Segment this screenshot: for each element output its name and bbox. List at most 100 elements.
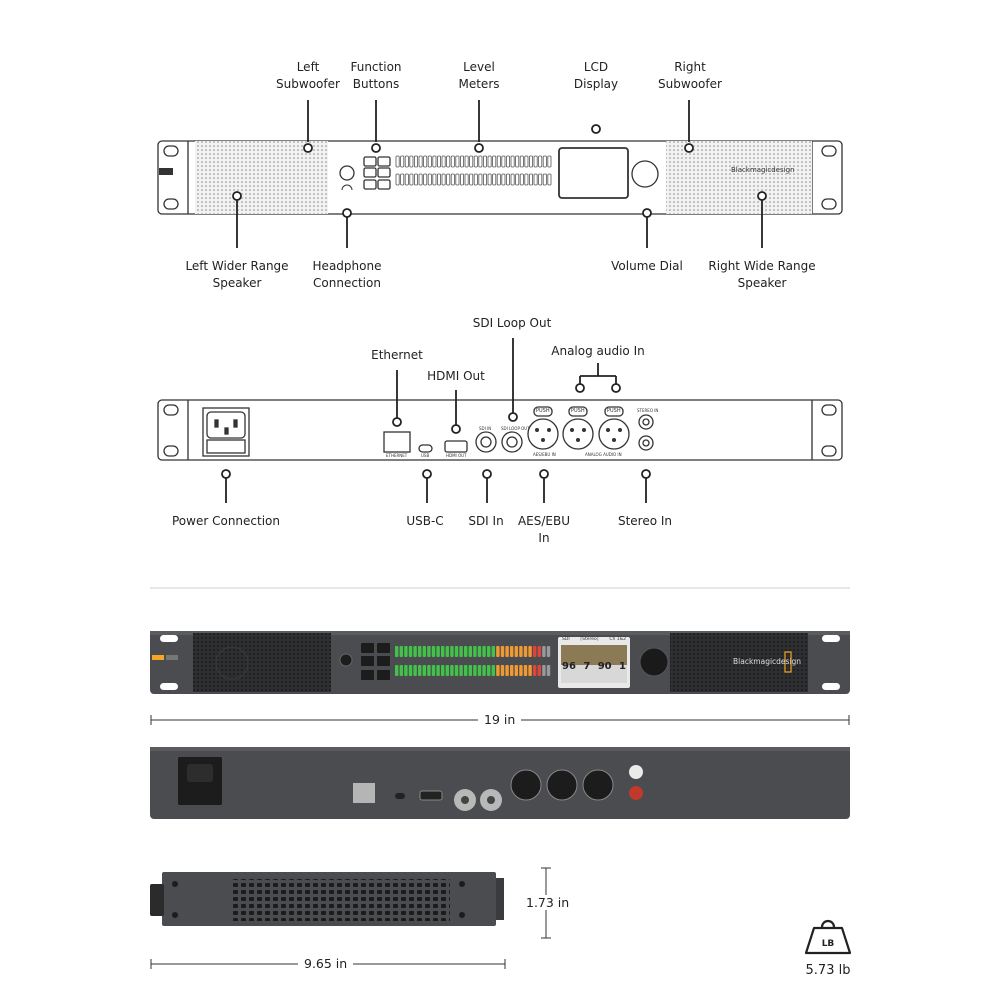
callout-dot-left-subwoofer <box>303 143 313 153</box>
panel-brand-front-drawing: Blackmagicdesign <box>731 166 795 174</box>
callout-dot-analog-2 <box>611 383 621 393</box>
meter-segment <box>446 155 451 168</box>
label-right-subwoofer: Right Subwoofer <box>658 60 722 91</box>
callout-dot-sdi-loop-out <box>508 412 518 422</box>
meter-segment <box>418 155 423 168</box>
callout-dot-power <box>221 469 231 479</box>
weight-icon: LB <box>804 919 852 955</box>
meter-led <box>519 665 523 676</box>
callout-dot-headphone <box>342 208 352 218</box>
meter-led <box>436 646 440 657</box>
meter-led <box>487 646 491 657</box>
meter-segment <box>400 173 405 186</box>
meter-led <box>450 646 454 657</box>
meter-led <box>473 646 477 657</box>
callout-dot-volume <box>642 208 652 218</box>
meter-led <box>477 665 482 676</box>
callout-dot-ethernet <box>392 417 402 427</box>
meter-segment <box>478 173 483 186</box>
weight-unit: LB <box>822 939 835 949</box>
meter-segment <box>510 173 515 186</box>
meter-segment <box>505 155 510 168</box>
callout-dot-right-subwoofer <box>684 143 694 153</box>
meter-segment <box>409 173 414 186</box>
meter-segment <box>464 173 469 186</box>
meter-segment <box>464 155 469 168</box>
meter-led <box>510 665 514 676</box>
meter-led <box>459 646 463 657</box>
meter-led <box>491 646 495 657</box>
meter-led <box>422 646 426 657</box>
meter-led <box>454 646 459 657</box>
label-volume-dial: Volume Dial <box>611 259 683 273</box>
label-left-wider-range-speaker: Left Wider Range Speaker <box>185 259 289 290</box>
meter-segment <box>404 173 409 186</box>
rear-text-usb: USB <box>421 453 430 458</box>
meter-segment <box>455 155 460 168</box>
meter-segment <box>459 173 464 186</box>
meter-segment <box>501 173 506 186</box>
rear-product-render <box>150 747 850 819</box>
weight-value: 5.73 lb <box>805 963 851 978</box>
meter-segment <box>482 173 487 186</box>
meter-segment <box>547 173 552 186</box>
meter-led <box>445 646 449 657</box>
meter-led <box>427 665 431 676</box>
meter-led <box>477 646 482 657</box>
callout-dot-left-wider-range <box>232 191 242 201</box>
label-sdi-in: SDI In <box>468 514 504 528</box>
meter-led <box>523 646 528 657</box>
meter-led <box>510 646 514 657</box>
rear-text-stereo-in: STEREO IN <box>637 408 659 413</box>
lcd-header-source: SDI <box>562 637 570 642</box>
meter-segment <box>409 155 414 168</box>
meter-segment <box>455 173 460 186</box>
meter-segment <box>538 155 543 168</box>
meter-segment <box>505 173 510 186</box>
rear-text-analog-audio-in: ANALOG AUDIO IN <box>585 452 622 457</box>
meter-led <box>404 646 408 657</box>
callout-dot-aes-ebu <box>539 469 549 479</box>
lcd-digit-2: 7 <box>583 661 591 672</box>
meter-led <box>468 665 472 676</box>
meter-led <box>528 665 532 676</box>
meter-segment <box>533 173 538 186</box>
lcd-header-mode: [Stereo] <box>580 637 599 642</box>
meter-segment <box>482 155 487 168</box>
meter-led <box>399 646 403 657</box>
meter-segment <box>487 155 492 168</box>
meter-led <box>473 665 477 676</box>
meter-led <box>418 665 422 676</box>
meter-segment <box>510 155 515 168</box>
meter-segment <box>432 173 437 186</box>
meter-segment <box>542 173 547 186</box>
meter-segment <box>441 173 446 186</box>
meter-segment <box>487 173 492 186</box>
meter-segment <box>427 173 432 186</box>
meter-segment <box>423 155 428 168</box>
height-label: 1.73 in <box>520 895 576 910</box>
push-label-1: PUSH <box>536 408 550 414</box>
meter-led <box>464 665 468 676</box>
depth-label: 9.65 in <box>298 956 354 971</box>
callout-dot-usb-c <box>422 469 432 479</box>
rear-text-aes-ebu-in: AES/EBU IN <box>533 452 556 457</box>
label-left-subwoofer: Left Subwoofer <box>276 60 340 91</box>
label-stereo-in: Stereo In <box>617 514 673 528</box>
meter-segment <box>436 173 441 186</box>
label-sdi-loop-out: SDI Loop Out <box>472 316 552 330</box>
meter-led <box>491 665 495 676</box>
meter-led <box>505 646 509 657</box>
meter-segment <box>496 155 501 168</box>
label-lcd-display: LCD Display <box>573 60 619 91</box>
meter-segment <box>524 155 529 168</box>
meter-led <box>496 665 500 676</box>
callout-dot-hdmi-out <box>451 424 461 434</box>
meter-led <box>537 665 541 676</box>
meter-led <box>519 646 523 657</box>
meter-led <box>505 665 509 676</box>
meter-segment <box>436 155 441 168</box>
width-label: 19 in <box>478 712 522 727</box>
meter-led <box>441 665 445 676</box>
